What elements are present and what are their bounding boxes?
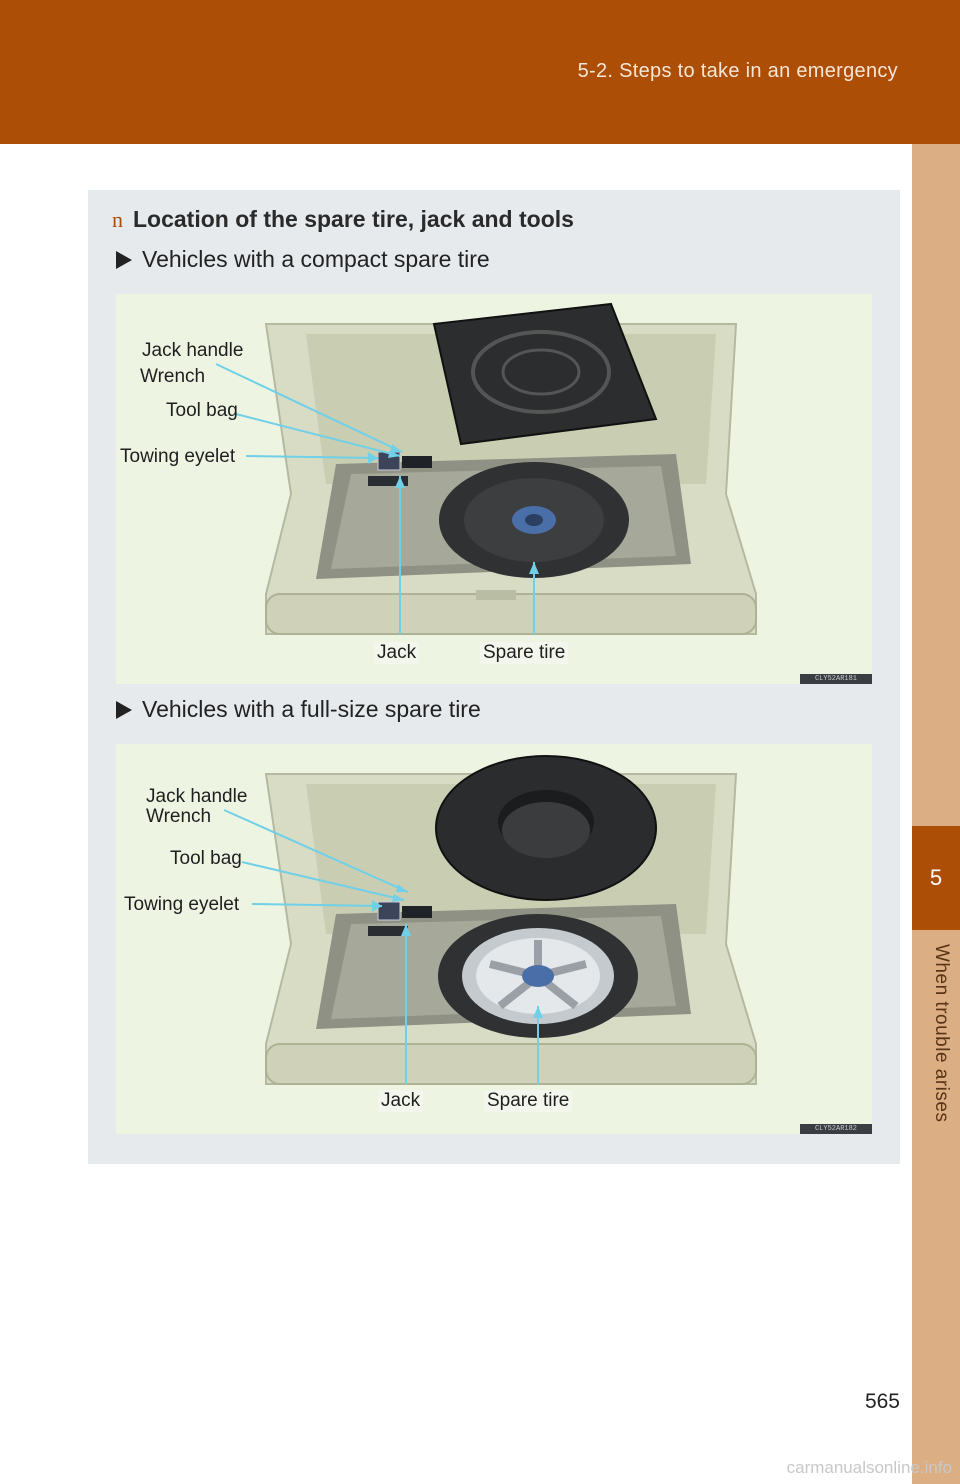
label-jack: Jack [374,642,420,664]
figure-code: CLY52AR182 [800,1124,872,1134]
label-towing-eyelet: Towing eyelet [120,446,236,467]
triangle-bullet-icon [116,250,132,269]
figure-code: CLY52AR181 [800,674,872,684]
label-spare-tire: Spare tire [480,642,569,664]
box-title-text: Location of the spare tire, jack and too… [133,206,574,232]
label-jack-handle: Jack handle [142,340,244,361]
trunk-illustration-compact [215,302,757,635]
section-title: 5-2. Steps to take in an emergency [577,60,898,82]
label-towing-eyelet: Towing eyelet [124,894,240,915]
watermark: carmanualsonline.info [786,1458,952,1477]
label-wrench: Wrench [140,366,206,387]
figure-full-size-spare: Jack handle Wrench Tool bag Towing eyele… [116,744,872,1134]
side-strip [912,144,960,1484]
chapter-title-vertical: When trouble arises [931,944,952,1123]
chapter-tab: 5 [912,826,960,930]
page-header: 5-2. Steps to take in an emergency [0,0,960,144]
label-jack-handle: Jack handle [146,786,248,807]
label-spare-tire: Spare tire [484,1090,573,1112]
triangle-bullet-icon [116,700,132,719]
page-number: 565 [864,1390,900,1413]
box-title: n Location of the spare tire, jack and t… [112,206,574,233]
figure-2-heading-text: Vehicles with a full-size spare tire [142,696,481,722]
figure-compact-spare: Jack handle Wrench Tool bag Towing eyele… [116,294,872,684]
label-jack: Jack [378,1090,424,1112]
figure-1-heading: Vehicles with a compact spare tire [116,246,490,273]
trunk-illustration-full-size [223,755,757,1085]
label-tool-bag: Tool bag [166,400,238,421]
label-tool-bag: Tool bag [170,848,242,869]
label-wrench: Wrench [146,806,212,827]
content-box: n Location of the spare tire, jack and t… [88,190,900,1164]
square-bullet-icon: n [112,206,123,232]
figure-2-heading: Vehicles with a full-size spare tire [116,696,481,723]
figure-1-heading-text: Vehicles with a compact spare tire [142,246,490,272]
